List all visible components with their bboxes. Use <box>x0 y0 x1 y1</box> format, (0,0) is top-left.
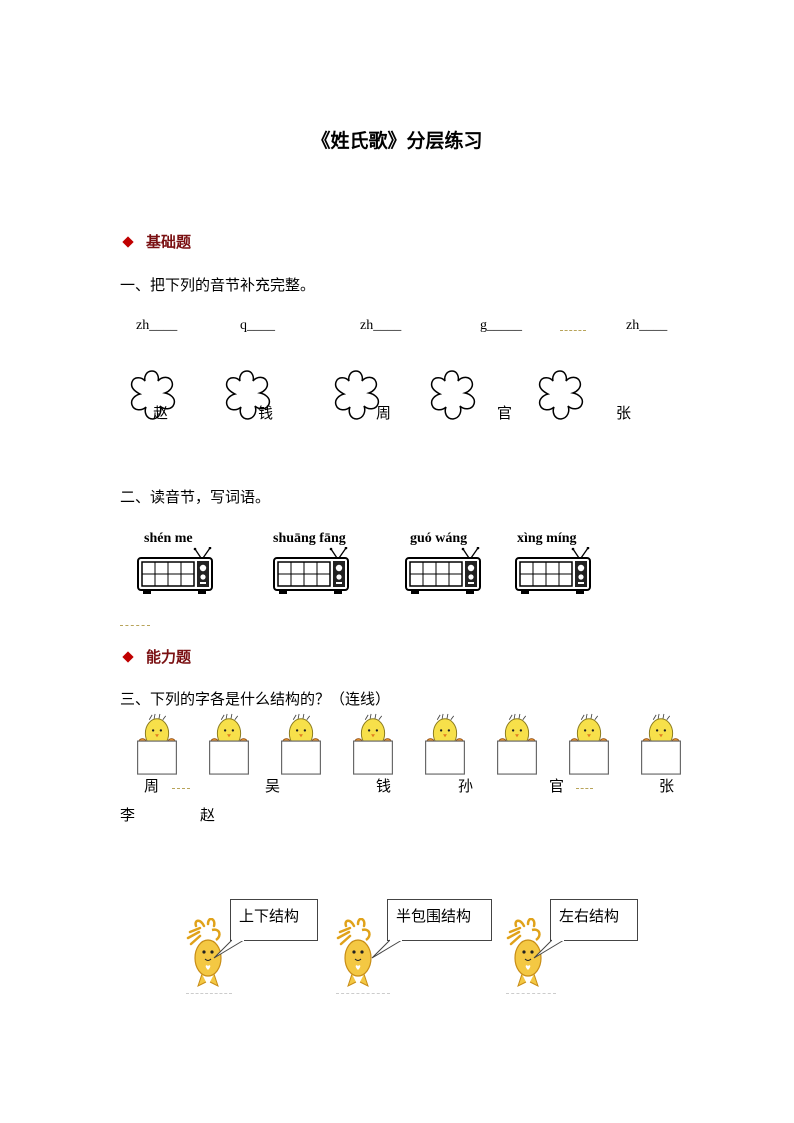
diamond-bullet-icon <box>122 650 134 663</box>
struct-char-qian[interactable]: 钱 <box>376 777 392 795</box>
bubble-tail <box>371 939 403 959</box>
decorative-dash <box>560 330 586 331</box>
struct-char-li[interactable]: 李 <box>120 806 136 824</box>
page-title: 《姓氏歌》分层练习 <box>311 130 483 152</box>
struct-char-zhou[interactable]: 周 <box>144 777 160 795</box>
section-basic-label: 基础题 <box>146 233 192 251</box>
ground-line <box>336 993 390 994</box>
struct-char-sun[interactable]: 孙 <box>458 777 474 795</box>
flower-icon <box>430 370 476 420</box>
chick-icon <box>425 713 465 775</box>
tv-writing-grid[interactable] <box>137 547 215 597</box>
syllable-5: zh____ <box>626 318 668 333</box>
structure-left-right[interactable]: 左右结构 <box>550 899 638 941</box>
chick-icon <box>353 713 393 775</box>
chick-icon <box>209 713 249 775</box>
pinyin-word-2: shuāng fāng <box>273 531 346 546</box>
char-zhang: 张 <box>616 404 632 422</box>
section-ability: 能力题 <box>122 646 192 667</box>
question-3-prompt: 三、下列的字各是什么结构的？（连线） <box>120 690 391 708</box>
tv-writing-grid[interactable] <box>405 547 483 597</box>
chick-icon <box>281 713 321 775</box>
flower-icon <box>538 370 584 420</box>
tv-writing-grid[interactable] <box>273 547 351 597</box>
struct-char-guan[interactable]: 官 <box>549 777 565 795</box>
question-1-prompt: 一、把下列的音节补充完整。 <box>120 276 316 294</box>
chick-icon <box>569 713 609 775</box>
diamond-bullet-icon <box>122 235 134 248</box>
char-guan: 官 <box>497 404 513 422</box>
char-qian: 钱 <box>258 404 274 422</box>
char-zhou: 周 <box>376 404 392 422</box>
pinyin-word-4: xìng míng <box>517 531 577 546</box>
ground-line <box>186 993 232 994</box>
tv-writing-grid[interactable] <box>515 547 593 597</box>
syllable-1: zh____ <box>136 318 178 333</box>
decorative-dash <box>576 788 593 789</box>
struct-char-zhang[interactable]: 张 <box>659 777 675 795</box>
syllable-2: q____ <box>240 318 275 333</box>
struct-char-wu[interactable]: 吴 <box>265 777 281 795</box>
pinyin-word-1: shén me <box>144 531 193 546</box>
structure-top-bottom[interactable]: 上下结构 <box>230 899 318 941</box>
question-2-prompt: 二、读音节，写词语。 <box>120 488 271 506</box>
structure-semi-enclosed[interactable]: 半包围结构 <box>387 899 492 941</box>
decorative-dash <box>120 625 150 626</box>
char-zhao: 赵 <box>153 404 169 422</box>
pinyin-word-3: guó wáng <box>410 531 468 546</box>
syllable-3: zh____ <box>360 318 402 333</box>
decorative-dash <box>172 788 190 789</box>
chick-icon <box>497 713 537 775</box>
section-ability-label: 能力题 <box>146 648 192 666</box>
syllable-4: g_____ <box>480 318 522 333</box>
chick-icon <box>137 713 177 775</box>
chick-icon <box>641 713 681 775</box>
bubble-tail <box>533 939 565 959</box>
bubble-tail <box>213 939 245 959</box>
section-basic: 基础题 <box>122 231 192 252</box>
struct-char-zhao[interactable]: 赵 <box>200 806 216 824</box>
ground-line <box>506 993 556 994</box>
